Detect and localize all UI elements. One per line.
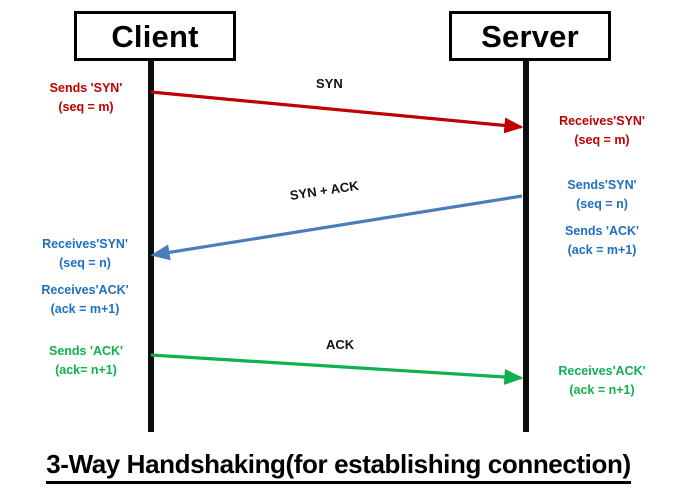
note-line: Receives'ACK' <box>558 364 646 378</box>
arrow-label-syn-ack: SYN + ACK <box>288 177 360 203</box>
diagram-caption: 3-Way Handshaking(for establishing conne… <box>0 449 677 484</box>
note-spacer <box>536 215 668 222</box>
diagram-caption-text: 3-Way Handshaking(for establishing conne… <box>46 449 631 484</box>
note-server-sends-syn-ack: Sends'SYN' (seq = n) Sends 'ACK' (ack = … <box>536 176 668 261</box>
note-line: Sends 'ACK' <box>48 344 123 358</box>
client-actor-box: Client <box>74 11 236 61</box>
server-actor-label: Server <box>481 18 579 54</box>
note-line: Sends 'SYN' <box>49 81 123 95</box>
note-line: Sends'SYN' <box>567 178 637 192</box>
arrow-ack <box>150 353 524 385</box>
note-line: Receives'SYN' <box>559 114 645 128</box>
arrow-syn-ack <box>150 194 523 261</box>
note-line: (ack = m+1) <box>567 243 637 258</box>
arrow-label-syn: SYN <box>316 76 343 91</box>
note-client-sends-syn: Sends 'SYN' (seq = m) <box>22 79 150 118</box>
server-actor-box: Server <box>449 11 611 61</box>
note-line: Receives'ACK' <box>41 282 129 297</box>
note-server-receives-ack: Receives'ACK' (ack = n+1) <box>536 362 668 401</box>
note-line: (seq = m) <box>58 100 114 115</box>
note-line: (ack = n+1) <box>569 383 635 398</box>
note-line: (seq = n) <box>576 197 628 212</box>
note-line: (seq = m) <box>574 133 630 148</box>
note-client-sends-ack: Sends 'ACK' (ack= n+1) <box>22 342 150 381</box>
note-server-receives-syn: Receives'SYN' (seq = m) <box>536 112 668 151</box>
client-actor-label: Client <box>111 18 199 54</box>
server-lifeline <box>523 61 529 432</box>
arrow-label-ack: ACK <box>326 337 355 352</box>
note-line: (ack = m+1) <box>50 302 120 317</box>
note-line: (seq = n) <box>59 256 111 271</box>
arrow-syn <box>150 90 524 134</box>
note-line: (ack= n+1) <box>55 363 117 378</box>
note-line: Sends 'ACK' <box>564 223 639 238</box>
note-spacer <box>20 274 150 281</box>
note-client-receives-syn-ack: Receives'SYN' (seq = n) Receives'ACK' (a… <box>20 235 150 320</box>
note-line: Receives'SYN' <box>42 237 128 251</box>
